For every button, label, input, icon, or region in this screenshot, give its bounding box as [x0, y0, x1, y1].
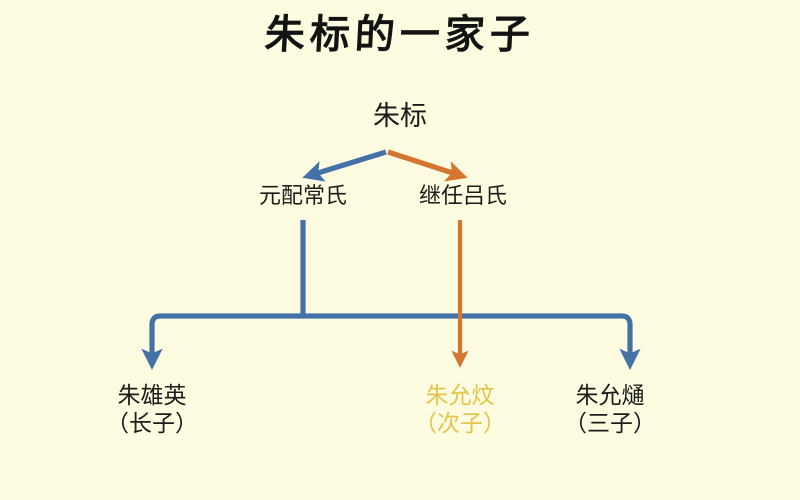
- child-2-rank: （次子）: [414, 410, 506, 437]
- edge-root-to-consort-successor: [387, 149, 468, 182]
- node-consort-primary: 元配常氏: [200, 183, 406, 210]
- node-consort-primary-label: 元配常氏: [258, 183, 347, 208]
- edge-bus-to-child-1: [141, 313, 303, 370]
- node-child-third-son: 朱允熥 （三子）: [520, 381, 700, 437]
- edge-bus-to-child-3: [303, 313, 641, 370]
- child-3-rank: （三子）: [564, 410, 656, 437]
- child-3-name: 朱允熥: [575, 382, 645, 408]
- node-child-first-son: 朱雄英 （长子）: [62, 381, 242, 437]
- node-child-second-son: 朱允炆 （次子）: [370, 381, 550, 437]
- edge-root-to-consort-primary: [302, 149, 387, 182]
- child-2-name: 朱允炆: [425, 382, 495, 408]
- node-root-label: 朱标: [373, 101, 427, 131]
- node-root: 朱标: [0, 100, 800, 133]
- bottom-watermark: [500, 487, 790, 496]
- node-consort-successor-label: 继任吕氏: [418, 183, 507, 208]
- child-1-rank: （长子）: [106, 410, 198, 437]
- page-title: 朱标的一家子: [263, 11, 537, 58]
- child-1-name: 朱雄英: [117, 382, 187, 408]
- node-consort-successor: 继任吕氏: [360, 183, 566, 210]
